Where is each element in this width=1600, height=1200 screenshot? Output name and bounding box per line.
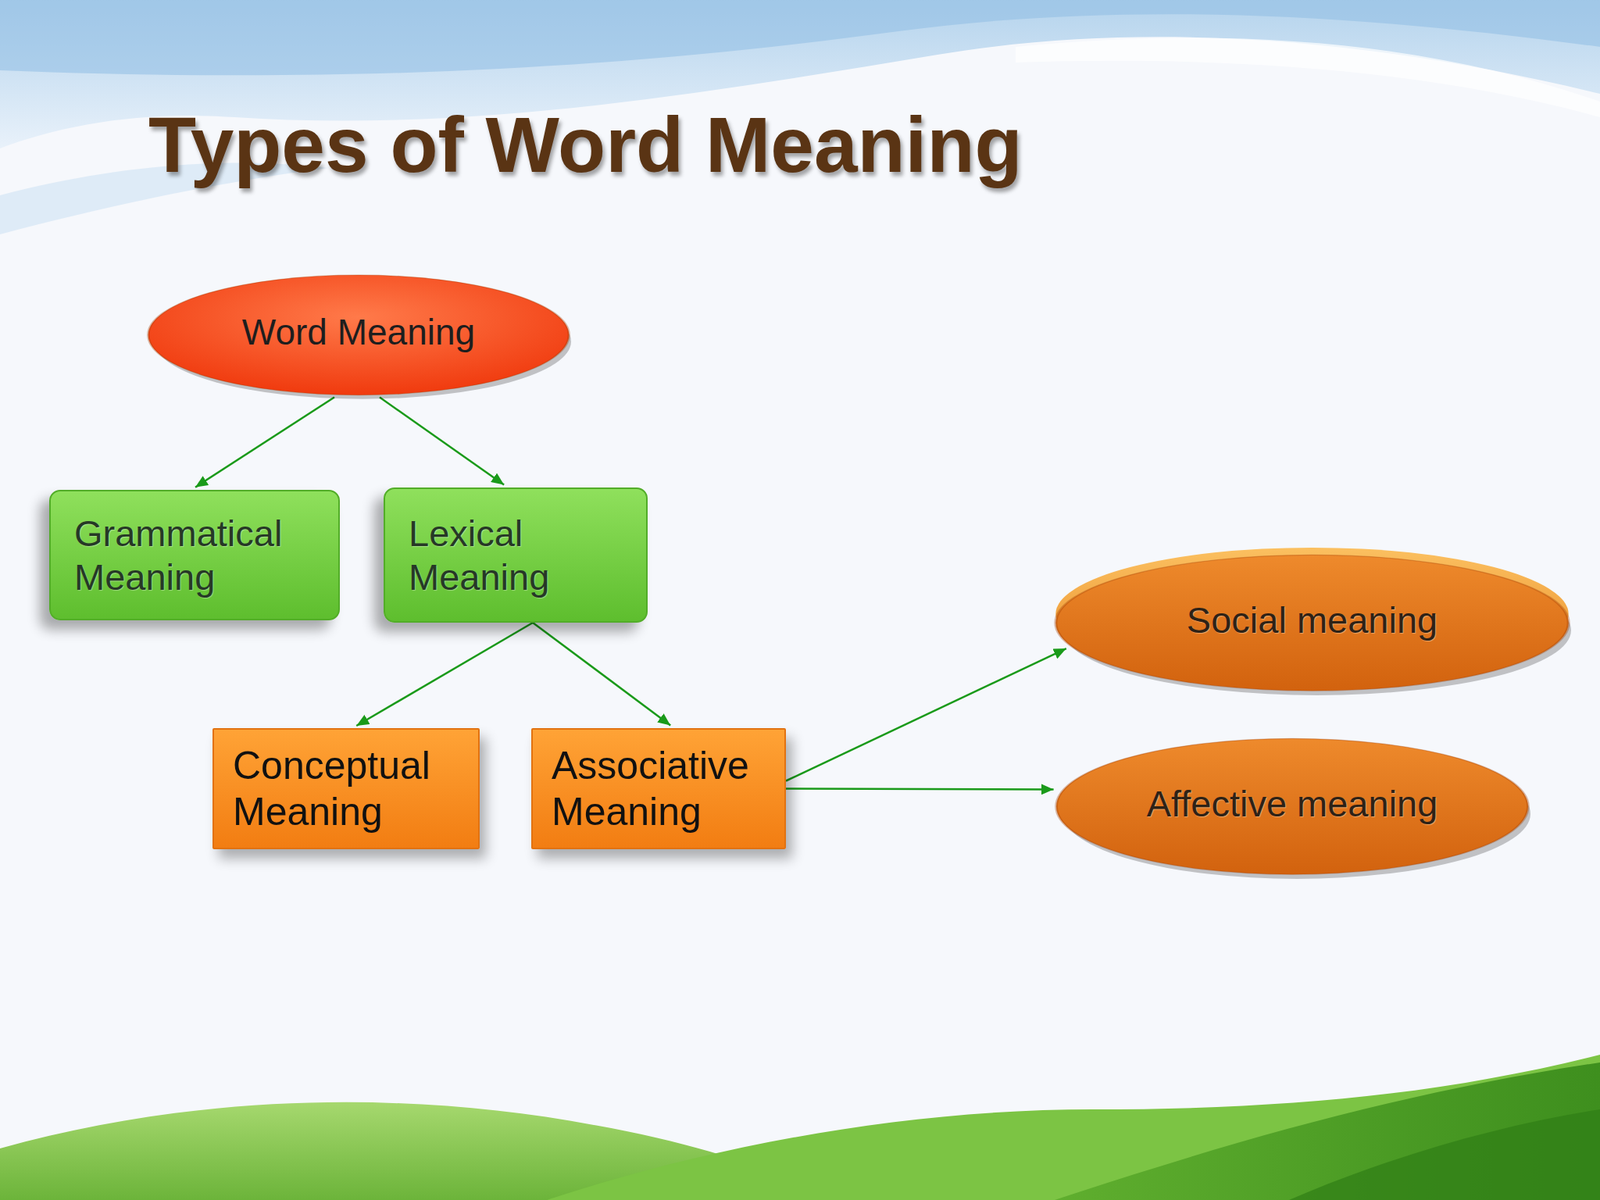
- subtype-box: Conceptual Meaning: [212, 728, 480, 850]
- root-ellipse: Word Meaning: [146, 267, 572, 398]
- connector-arrow: [356, 622, 533, 726]
- node-label: Conceptual Meaning: [232, 742, 461, 836]
- category-box: Grammatical Meaning: [49, 489, 340, 621]
- type-ellipse: Social meaning: [1053, 546, 1572, 694]
- node-label: Grammatical Meaning: [74, 511, 318, 599]
- node-label: Word Meaning: [242, 310, 475, 354]
- connector-arrow: [785, 789, 1054, 790]
- connector-arrow: [195, 397, 335, 488]
- type-ellipse: Affective meaning: [1053, 729, 1531, 878]
- slide-title: Types of Word Meaning: [148, 100, 1023, 190]
- connector-arrow: [785, 648, 1067, 781]
- connector-arrow: [379, 397, 504, 486]
- connector-arrow: [532, 622, 671, 725]
- node-label: Lexical Meaning: [408, 511, 626, 599]
- node-label: Affective meaning: [1146, 782, 1439, 825]
- node-label: Associative Meaning: [551, 742, 768, 836]
- category-box: Lexical Meaning: [383, 487, 648, 623]
- subtype-box: Associative Meaning: [531, 728, 786, 850]
- node-label: Social meaning: [1186, 598, 1438, 642]
